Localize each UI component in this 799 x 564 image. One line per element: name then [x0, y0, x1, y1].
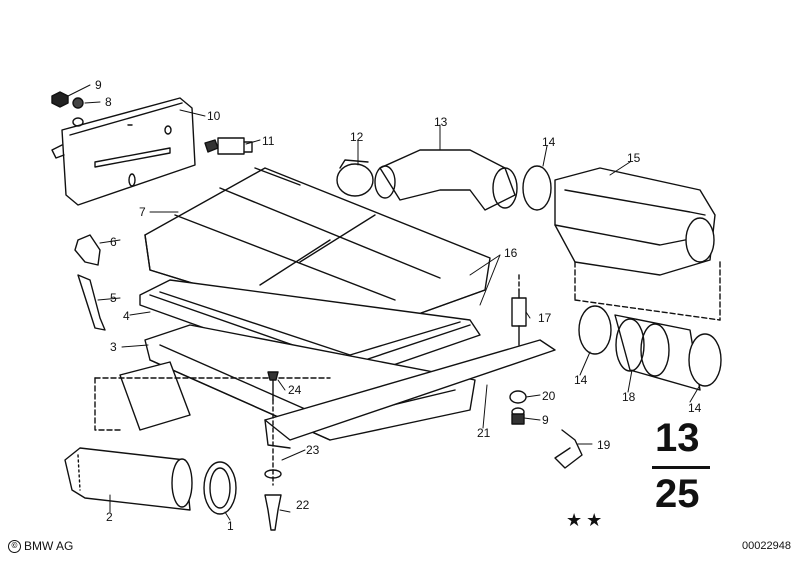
- idle-valve: [511, 274, 527, 346]
- filter-housing-lower: [144, 324, 476, 441]
- label-13: 13: [434, 115, 448, 129]
- label-9-lower: 9: [542, 413, 549, 427]
- label-7: 7: [139, 205, 146, 219]
- page-group-number: 13: [655, 416, 700, 460]
- label-14-left: 14: [574, 373, 588, 387]
- support-bracket: [264, 339, 556, 449]
- label-6: 6: [110, 235, 117, 249]
- label-4: 4: [123, 309, 130, 323]
- rating-stars: ★★: [566, 510, 607, 530]
- label-14-top: 14: [542, 135, 556, 149]
- label-21: 21: [477, 426, 491, 440]
- label-14-right: 14: [688, 401, 702, 415]
- label-19: 19: [597, 438, 611, 452]
- label-2: 2: [106, 510, 113, 524]
- label-22: 22: [296, 498, 310, 512]
- label-24: 24: [288, 383, 302, 397]
- intake-snorkel: [94, 361, 331, 431]
- label-10: 10: [207, 109, 221, 123]
- fasteners: [264, 371, 282, 531]
- retaining-clips: [74, 234, 106, 331]
- label-17: 17: [538, 311, 552, 325]
- spring-clip: [554, 429, 583, 469]
- label-3: 3: [110, 340, 117, 354]
- hose-clamp-12: [336, 159, 374, 197]
- label-20: 20: [542, 389, 556, 403]
- part-labels: 9 8 10 11 12 13 14 15 7 6 16 5 4 17 3 14…: [95, 78, 702, 533]
- label-15: 15: [627, 151, 641, 165]
- brand-name: BMW AG: [24, 539, 74, 553]
- rubber-bushings: [509, 390, 527, 425]
- label-9: 9: [95, 78, 102, 92]
- copyright-icon: ©: [8, 539, 21, 553]
- air-flow-meter: [554, 167, 721, 321]
- label-1: 1: [227, 519, 234, 533]
- label-18: 18: [622, 390, 636, 404]
- intake-hose: [374, 149, 518, 211]
- page-marker-divider: [652, 466, 710, 469]
- intake-duct: [64, 447, 193, 511]
- label-16: 16: [504, 246, 518, 260]
- diagram-code: 00022948: [742, 540, 791, 552]
- label-11: 11: [262, 134, 275, 148]
- label-23: 23: [306, 443, 320, 457]
- copyright-footer: © BMW AG: [8, 539, 73, 553]
- leader-lines: [67, 84, 701, 521]
- hose-clamp-14-top: [522, 165, 552, 211]
- label-8: 8: [105, 95, 112, 109]
- label-12: 12: [350, 130, 364, 144]
- label-5: 5: [110, 291, 117, 305]
- page-number: 25: [655, 472, 700, 516]
- hose-clamp-1: [203, 461, 237, 515]
- hose-assembly: [578, 305, 722, 391]
- nut-and-washer: [51, 91, 84, 109]
- mounting-bracket: [51, 97, 196, 206]
- temperature-sensor: [204, 137, 253, 155]
